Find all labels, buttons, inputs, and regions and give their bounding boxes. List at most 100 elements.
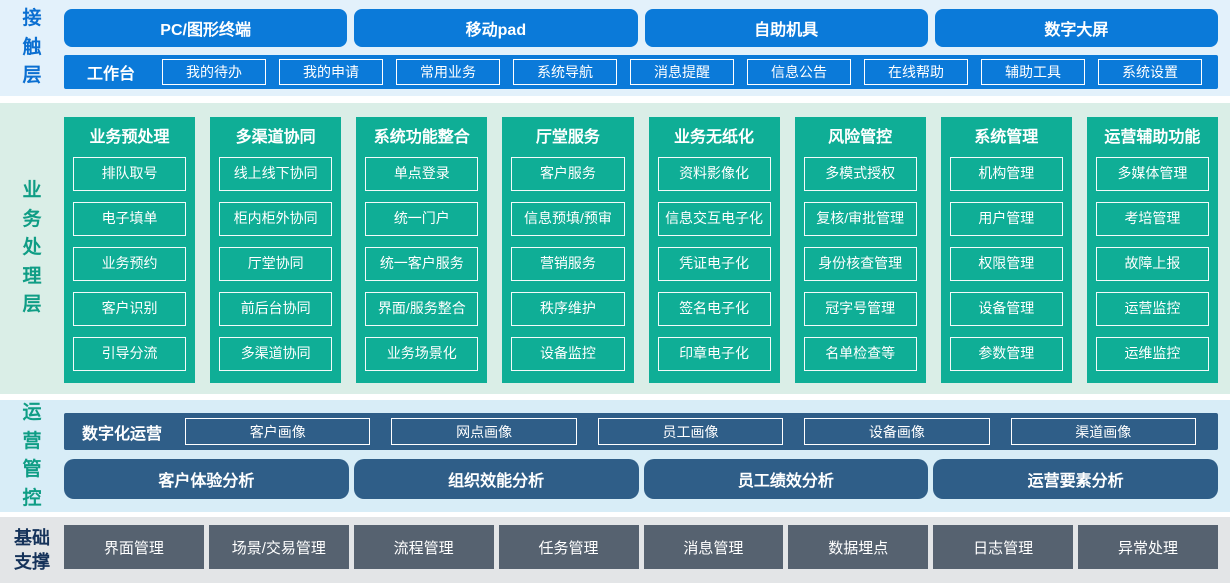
business-column: 业务无纸化 资料影像化 信息交互电子化 凭证电子化 签名电子化 [648,117,780,383]
business-item: 业务场景化 [365,337,479,371]
digital-ops-item: 渠道画像 [1010,418,1196,445]
business-item: 统一客户服务 [365,247,479,281]
business-item: 营销服务 [511,247,625,281]
business-layer-label: 业务处理层 [0,103,64,394]
business-column-items: 线上线下协同 柜内柜外协同 厅堂协同 前后台协同 多渠道协同 [219,157,333,371]
business-item: 电子填单 [73,202,187,236]
business-column-title: 风险管控 [828,129,893,146]
business-item: 界面/服务整合 [365,292,479,326]
digital-ops-item: 员工画像 [597,418,784,445]
base-layer-label-text: 基础支撑 [14,527,50,572]
business-item: 考培管理 [1095,202,1209,236]
business-item: 参数管理 [949,337,1063,371]
business-item: 运维监控 [1095,337,1209,371]
business-column-items: 多媒体管理 考培管理 故障上报 运营监控 运维监控 [1095,157,1209,371]
digital-ops-item: 客户画像 [185,418,371,445]
business-item: 多渠道协同 [219,337,333,371]
base-item: 消息管理 [643,525,784,569]
business-columns: 业务预处理 排队取号 电子填单 业务预约 客户识别 [64,103,1218,394]
base-item: 任务管理 [498,525,639,569]
workbench-item: 我的申请 [279,59,384,85]
business-item: 运营监控 [1095,292,1209,326]
terminal-button: 数字大屏 [934,9,1218,47]
business-item: 线上线下协同 [219,157,333,191]
business-column: 系统功能整合 单点登录 统一门户 统一客户服务 界面/服务整合 [356,117,488,383]
business-column: 系统管理 机构管理 用户管理 权限管理 设备管理 [940,117,1072,383]
business-column-title: 系统管理 [974,129,1039,146]
business-column-items: 多模式授权 复核/审批管理 身份核查管理 冠字号管理 名单检查等 [803,157,917,371]
business-column-items: 单点登录 统一门户 统一客户服务 界面/服务整合 业务场景化 [365,157,479,371]
workbench-item: 在线帮助 [864,59,969,85]
base-items: 界面管理 场景/交易管理 流程管理 任务管理 消息管理 数据埋点 日志管理 异常… [64,525,1218,569]
analysis-box: 运营要素分析 [933,459,1218,499]
business-item: 冠字号管理 [803,292,917,326]
business-layer-label-text: 业务处理层 [22,180,42,316]
ops-layer-band: 运营管控 数字化运营 客户画像 网点画像 员工画像 设备画像 渠道画像 [0,400,1230,512]
business-item: 前后台协同 [219,292,333,326]
ops-layer-label: 运营管控 [0,400,64,512]
business-item: 多模式授权 [803,157,917,191]
base-item: 异常处理 [1078,525,1218,569]
touch-layer-label-text: 接触层 [22,8,42,87]
ops-layer-label-text: 运营管控 [22,402,42,509]
analysis-box: 员工绩效分析 [643,459,929,499]
business-item: 机构管理 [949,157,1063,191]
business-item: 名单检查等 [803,337,917,371]
business-item: 业务预约 [73,247,187,281]
digital-ops-bar: 数字化运营 客户画像 网点画像 员工画像 设备画像 渠道画像 [64,413,1218,450]
business-item: 复核/审批管理 [803,202,917,236]
business-layer-content: 业务预处理 排队取号 电子填单 业务预约 客户识别 [64,103,1230,394]
workbench-bar: 工作台 我的待办 我的申请 常用业务 系统导航 消息提醒 信息公告 [64,55,1218,89]
base-layer-label: 基础支撑 [0,517,64,583]
business-item: 信息交互电子化 [657,202,771,236]
business-column-title: 系统功能整合 [373,129,470,146]
business-column: 风险管控 多模式授权 复核/审批管理 身份核查管理 冠字号管理 [794,117,926,383]
base-item: 界面管理 [64,525,204,569]
base-layer-content: 界面管理 场景/交易管理 流程管理 任务管理 消息管理 数据埋点 日志管理 异常… [64,517,1230,583]
terminal-button: PC/图形终端 [64,9,348,47]
business-column-title: 多渠道协同 [235,129,316,146]
touch-layer-label: 接触层 [0,0,64,96]
business-item: 设备监控 [511,337,625,371]
business-column: 多渠道协同 线上线下协同 柜内柜外协同 厅堂协同 前后台协同 [210,117,342,383]
business-column-items: 排队取号 电子填单 业务预约 客户识别 引导分流 [73,157,187,371]
business-column-items: 机构管理 用户管理 权限管理 设备管理 参数管理 [949,157,1063,371]
workbench-items: 我的待办 我的申请 常用业务 系统导航 消息提醒 信息公告 在线帮助 辅助工具 [162,59,1218,85]
business-item: 厅堂协同 [219,247,333,281]
business-item: 多媒体管理 [1095,157,1209,191]
business-item: 凭证电子化 [657,247,771,281]
ops-layer-content: 数字化运营 客户画像 网点画像 员工画像 设备画像 渠道画像 [64,400,1230,512]
terminal-row: PC/图形终端 移动pad 自助机具 数字大屏 [64,9,1218,47]
business-column-items: 客户服务 信息预填/预审 营销服务 秩序维护 设备监控 [511,157,625,371]
business-item: 排队取号 [73,157,187,191]
business-column: 业务预处理 排队取号 电子填单 业务预约 客户识别 [64,117,196,383]
business-item: 秩序维护 [511,292,625,326]
business-item: 权限管理 [949,247,1063,281]
analysis-row: 客户体验分析 组织效能分析 员工绩效分析 运营要素分析 [64,459,1218,499]
workbench-item: 常用业务 [396,59,501,85]
workbench-item: 系统设置 [1098,59,1203,85]
business-column-title: 业务预处理 [89,129,170,146]
analysis-box: 组织效能分析 [353,459,639,499]
workbench-item: 消息提醒 [630,59,735,85]
base-layer-band: 基础支撑 界面管理 场景/交易管理 流程管理 任务管理 消息管理 数据埋点 日志… [0,517,1230,583]
workbench-item: 辅助工具 [981,59,1086,85]
workbench-item: 信息公告 [747,59,852,85]
business-item: 客户识别 [73,292,187,326]
business-column-items: 资料影像化 信息交互电子化 凭证电子化 签名电子化 印章电子化 [657,157,771,371]
workbench-label: 工作台 [87,66,136,83]
analysis-box: 客户体验分析 [64,459,349,499]
business-item: 引导分流 [73,337,187,371]
digital-ops-label: 数字化运营 [82,425,163,443]
business-item: 签名电子化 [657,292,771,326]
touch-layer-content: PC/图形终端 移动pad 自助机具 数字大屏 工作台 我的待办 我的申请 [64,0,1230,96]
base-item: 流程管理 [353,525,494,569]
business-column: 厅堂服务 客户服务 信息预填/预审 营销服务 秩序维护 [502,117,634,383]
base-item: 场景/交易管理 [208,525,349,569]
business-column-title: 运营辅助功能 [1104,129,1201,146]
business-item: 用户管理 [949,202,1063,236]
base-item: 日志管理 [933,525,1074,569]
business-item: 统一门户 [365,202,479,236]
business-column-title: 厅堂服务 [535,129,600,146]
workbench-item: 我的待办 [162,59,267,85]
